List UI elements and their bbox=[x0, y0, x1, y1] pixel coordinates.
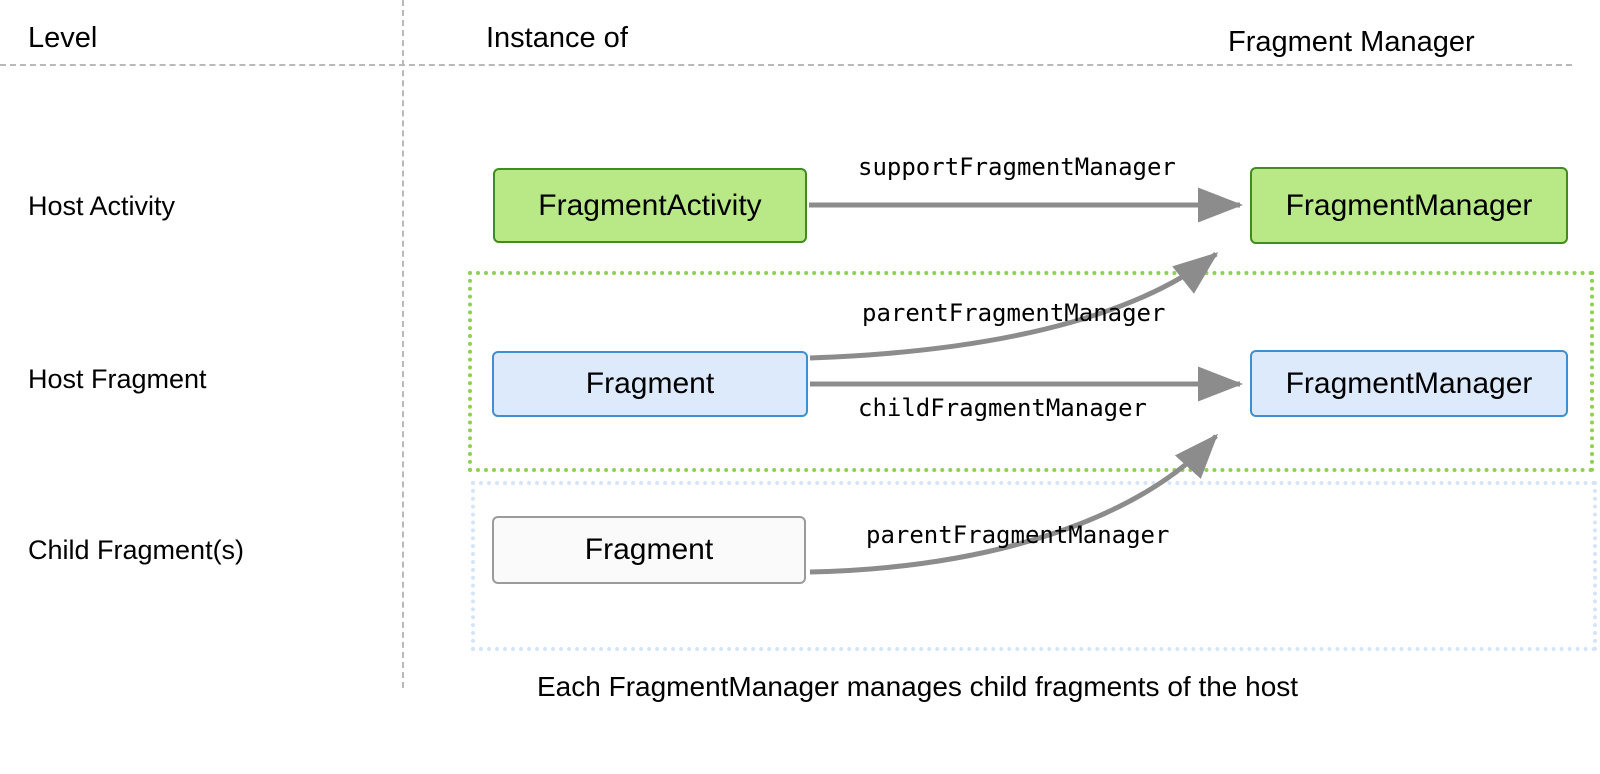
row-label-child-fragment: Child Fragment(s) bbox=[28, 535, 245, 565]
node-fragment-child[interactable]: Fragment bbox=[492, 516, 806, 584]
node-fragment-manager-activity[interactable]: FragmentManager bbox=[1250, 167, 1568, 244]
node-fragment-activity[interactable]: FragmentActivity bbox=[493, 168, 807, 243]
column-header-level: Level bbox=[28, 22, 98, 54]
edge-label-parent-fragment-manager-child: parentFragmentManager bbox=[866, 521, 1170, 549]
diagram-caption: Each FragmentManager manages child fragm… bbox=[537, 671, 1299, 702]
header-divider bbox=[0, 64, 1572, 66]
column-header-instance-of: Instance of bbox=[486, 22, 628, 54]
edge-label-support-fragment-manager: supportFragmentManager bbox=[858, 153, 1176, 181]
column-divider bbox=[402, 0, 404, 688]
node-fragment-manager-host[interactable]: FragmentManager bbox=[1250, 350, 1568, 417]
edge-label-child-fragment-manager: childFragmentManager bbox=[858, 394, 1147, 422]
row-label-host-activity: Host Activity bbox=[28, 191, 176, 221]
column-header-fragment-manager: Fragment Manager bbox=[1228, 26, 1475, 58]
node-fragment-host[interactable]: Fragment bbox=[492, 351, 808, 417]
edge-label-parent-fragment-manager-host: parentFragmentManager bbox=[862, 299, 1166, 327]
row-label-host-fragment: Host Fragment bbox=[28, 364, 207, 394]
